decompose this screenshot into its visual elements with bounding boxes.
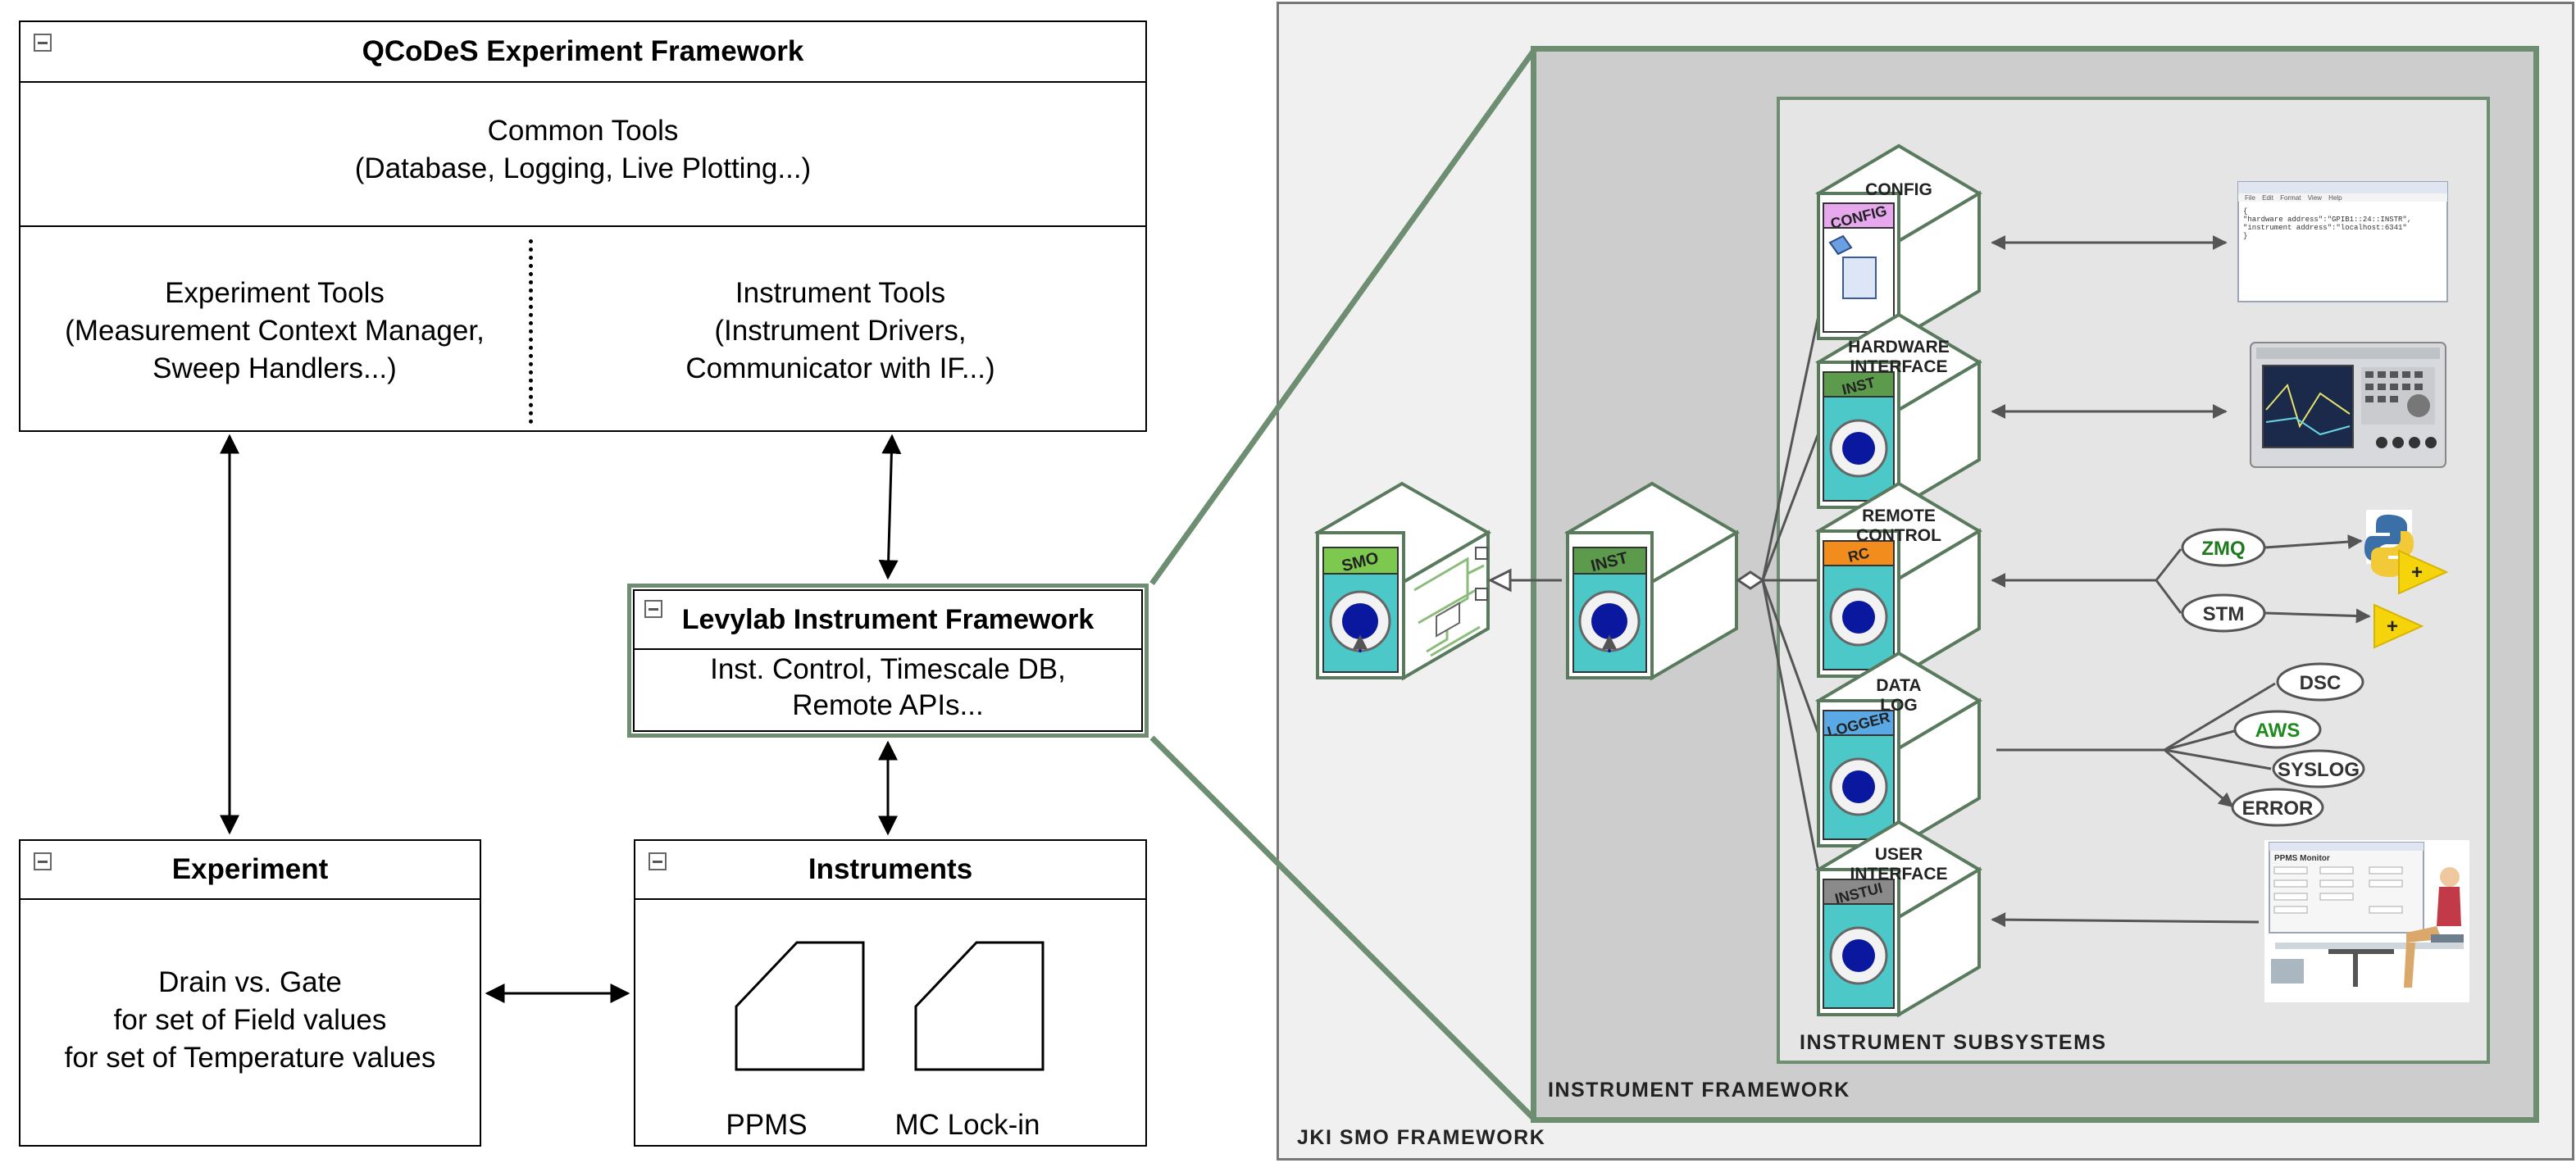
subsystem-cubes: CONFIGCONFIGINSTHARDWAREINTERFACERCREMOT…: [1815, 143, 1982, 1018]
instruments-box: Instruments PPMS MC Lock-in: [634, 839, 1147, 1147]
editor-menu-text: File Edit Format View Help: [2245, 194, 2342, 202]
subsystem-label: HARDWARE: [1848, 338, 1950, 357]
instrument-tools-text: Instrument Tools (Instrument Drivers, Co…: [685, 277, 995, 384]
experiment-title: Experiment: [171, 853, 329, 885]
dsc-target: DSC: [2276, 662, 2364, 702]
error-label: ERROR: [2242, 797, 2314, 820]
subsystem-label: DATA: [1876, 676, 1921, 695]
subsystem-label: REMOTE: [1862, 507, 1936, 525]
inheritance-arrowhead: [1487, 568, 1512, 593]
collapse-icon[interactable]: [644, 600, 662, 618]
subsystem-label: INTERFACE: [1850, 357, 1947, 376]
collapse-icon[interactable]: [649, 852, 667, 870]
log-split-lines: [2164, 682, 2276, 806]
ui-monitor-title: PPMS Monitor: [2274, 854, 2330, 863]
qcodes-title: QCoDeS Experiment Framework: [362, 35, 804, 67]
remote-split-lines: [2155, 548, 2182, 614]
stm-target: STM: [2181, 593, 2266, 633]
network-analyzer-device-icon: [2250, 342, 2446, 468]
zoom-line-top: [1149, 47, 1537, 586]
labview-plus-icon-2: +: [2373, 603, 2424, 649]
arrow-instrument-tools-to-levylab: [878, 434, 902, 580]
arrow-zmq-to-python: [2264, 534, 2363, 550]
config-file-window: File Edit Format View Help { "hardware a…: [2237, 181, 2448, 302]
subsystem-label: USER: [1875, 845, 1923, 864]
mc-lockin-instrument-icon: [914, 941, 1045, 1071]
ui-monitor-illustration: PPMS Monitor: [2264, 840, 2469, 1002]
instrument-framework-label: INSTRUMENT FRAMEWORK: [1548, 1079, 1850, 1102]
arrow-user-interface: [1991, 912, 2260, 928]
zmq-label: ZMQ: [2201, 538, 2245, 560]
svg-text:"hardware address":"GPIB1::24:: "hardware address":"GPIB1::24::INSTR",: [2243, 216, 2411, 224]
svg-text:+: +: [2411, 561, 2423, 584]
error-target: ERROR: [2231, 788, 2324, 827]
instruments-header: Instruments: [635, 841, 1145, 900]
stm-label: STM: [2203, 603, 2245, 625]
zoom-line-bottom: [1149, 735, 1537, 1122]
subsystem-label: CONFIG: [1865, 180, 1932, 199]
jki-smo-framework-label: JKI SMO FRAMEWORK: [1297, 1126, 1546, 1149]
levylab-header: Levylab Instrument Framework: [635, 591, 1141, 650]
experiment-box: Experiment Drain vs. Gate for set of Fie…: [19, 839, 481, 1147]
levylab-title: Levylab Instrument Framework: [681, 603, 1095, 635]
smo-cube: SMO: [1313, 481, 1492, 681]
levylab-body-text: Inst. Control, Timescale DB, Remote APIs…: [710, 653, 1066, 721]
experiment-header: Experiment: [20, 841, 480, 900]
common-tools-text: Common Tools (Database, Logging, Live Pl…: [354, 115, 812, 184]
levylab-framework-box: Levylab Instrument Framework Inst. Contr…: [627, 584, 1149, 738]
svg-text:{: {: [2243, 207, 2247, 216]
collapse-icon[interactable]: [34, 852, 52, 870]
zmq-target: ZMQ: [2181, 528, 2266, 567]
svg-text:}: }: [2243, 232, 2247, 240]
instrument-label-mc-lockin: MC Lock-in: [894, 1109, 1040, 1141]
instrument-label-ppms: PPMS: [726, 1109, 808, 1141]
experiment-tools-text: Experiment Tools (Measurement Context Ma…: [65, 277, 485, 384]
collapse-icon[interactable]: [34, 34, 52, 52]
subsystem-label: LOG: [1880, 696, 1918, 715]
svg-text:"instrument address":"localhos: "instrument address":"localhost:6341": [2243, 224, 2407, 232]
composition-diamond: [1736, 570, 1765, 590]
aws-target: AWS: [2233, 710, 2322, 749]
tools-dotted-separator: [529, 239, 533, 424]
subsystem-label: CONTROL: [1856, 526, 1941, 545]
experiment-body-text: Drain vs. Gate for set of Field values f…: [64, 966, 436, 1074]
instrument-subsystems-label: INSTRUMENT SUBSYSTEMS: [1800, 1031, 2107, 1054]
syslog-label: SYSLOG: [2278, 759, 2360, 781]
instruments-title: Instruments: [808, 853, 973, 885]
qcodes-divider: [20, 225, 1145, 227]
svg-text:+: +: [2387, 616, 2398, 638]
qcodes-framework-box: QCoDeS Experiment Framework Common Tools…: [19, 20, 1147, 432]
qcodes-header: QCoDeS Experiment Framework: [20, 22, 1145, 83]
aws-label: AWS: [2255, 720, 2301, 742]
ppms-instrument-icon: [735, 941, 865, 1071]
dsc-label: DSC: [2300, 672, 2342, 694]
labview-plus-icon-1: +: [2398, 549, 2449, 595]
arrow-stm-to-labview: [2264, 608, 2371, 624]
composition-lines: [1761, 288, 1826, 902]
inst-cube: INST: [1564, 481, 1740, 681]
syslog-target: SYSLOG: [2272, 749, 2365, 788]
subsystem-label: INTERFACE: [1850, 865, 1947, 884]
